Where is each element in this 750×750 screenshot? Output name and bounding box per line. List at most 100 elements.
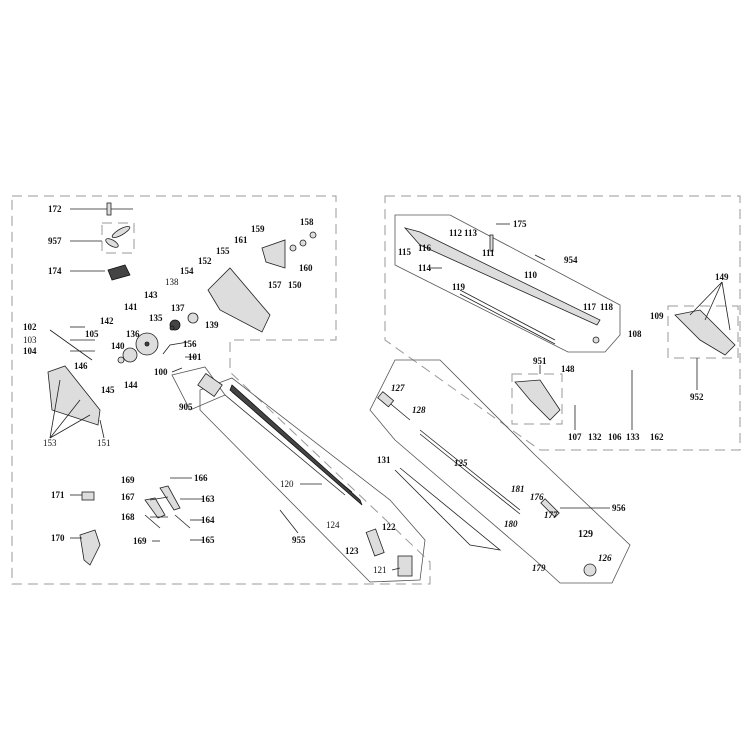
label-121: 121 xyxy=(373,565,387,575)
label-123: 123 xyxy=(345,546,359,556)
label-146: 146 xyxy=(74,361,88,371)
right-assembly-boundary xyxy=(384,195,741,451)
label-174: 174 xyxy=(48,266,62,276)
group-952-boundary xyxy=(667,305,739,359)
label-154: 154 xyxy=(180,266,194,276)
label-152: 152 xyxy=(198,256,212,266)
group-955-boundary xyxy=(199,377,426,583)
label-165: 165 xyxy=(201,535,215,545)
label-151: 151 xyxy=(97,438,111,448)
cover-157 xyxy=(261,239,286,269)
label-171: 171 xyxy=(51,490,65,500)
label-127: 127 xyxy=(391,383,405,393)
label-141: 141 xyxy=(124,302,138,312)
label-110: 110 xyxy=(524,270,538,280)
label-167: 167 xyxy=(121,492,135,502)
label-156: 156 xyxy=(183,339,197,349)
label-164: 164 xyxy=(201,515,215,525)
label-109: 109 xyxy=(650,311,664,321)
label-142: 142 xyxy=(100,316,114,326)
label-160: 160 xyxy=(299,263,313,273)
label-100: 100 xyxy=(154,367,168,377)
label-155: 155 xyxy=(216,246,230,256)
label-117: 117 xyxy=(583,302,597,312)
label-124: 124 xyxy=(326,520,340,530)
label-168: 168 xyxy=(121,512,135,522)
group-957-boundary xyxy=(101,222,135,254)
label-107: 107 xyxy=(568,432,582,442)
label-128: 128 xyxy=(412,405,426,415)
label-132: 132 xyxy=(588,432,602,442)
group-951-boundary xyxy=(511,373,563,425)
guard-housing-153 xyxy=(47,365,101,426)
leader-lines xyxy=(49,208,731,571)
label-957: 957 xyxy=(48,236,62,246)
label-140: 140 xyxy=(111,341,125,351)
label-148: 148 xyxy=(561,364,575,374)
label-106: 106 xyxy=(608,432,622,442)
label-116: 116 xyxy=(418,243,432,253)
left-assembly-boundary xyxy=(11,195,431,585)
label-905: 905 xyxy=(179,402,193,412)
label-955: 955 xyxy=(292,535,306,545)
label-166: 166 xyxy=(194,473,208,483)
label-153: 153 xyxy=(43,438,57,448)
label-169-bottom: 169 xyxy=(133,536,147,546)
group-956-boundary xyxy=(369,359,631,584)
label-157: 157 xyxy=(268,280,282,290)
label-176: 176 xyxy=(530,492,544,502)
label-114: 114 xyxy=(418,263,432,273)
label-172: 172 xyxy=(48,204,62,214)
label-113: 113 xyxy=(464,228,478,238)
label-954: 954 xyxy=(564,255,578,265)
label-139: 139 xyxy=(205,320,219,330)
label-175: 175 xyxy=(513,219,527,229)
label-129: 129 xyxy=(578,529,593,540)
label-952: 952 xyxy=(690,392,704,402)
label-159: 159 xyxy=(251,224,265,234)
label-169-top: 169 xyxy=(121,475,135,485)
group-954-boundary xyxy=(394,214,621,353)
label-145: 145 xyxy=(101,385,115,395)
label-144: 144 xyxy=(124,380,138,390)
label-133: 133 xyxy=(626,432,640,442)
label-102: 102 xyxy=(23,322,37,332)
label-118: 118 xyxy=(600,302,614,312)
label-180: 180 xyxy=(504,519,518,529)
label-112: 112 xyxy=(449,228,463,238)
label-158: 158 xyxy=(300,217,314,227)
label-111: 111 xyxy=(482,248,495,258)
label-103: 103 xyxy=(23,335,37,345)
label-149: 149 xyxy=(715,272,729,282)
label-122: 122 xyxy=(382,522,396,532)
label-104: 104 xyxy=(23,346,37,356)
label-179: 179 xyxy=(532,563,546,573)
label-150: 150 xyxy=(288,280,302,290)
label-951: 951 xyxy=(533,356,547,366)
label-125: 125 xyxy=(454,458,468,468)
label-108: 108 xyxy=(628,329,642,339)
label-119: 119 xyxy=(452,282,466,292)
label-170: 170 xyxy=(51,533,65,543)
label-120: 120 xyxy=(280,479,294,489)
label-101: 101 xyxy=(188,352,202,362)
label-135: 135 xyxy=(149,313,163,323)
label-177: 177 xyxy=(544,510,558,520)
gear-housing-152 xyxy=(207,267,271,333)
label-105: 105 xyxy=(85,329,99,339)
label-181: 181 xyxy=(511,484,525,494)
label-956: 956 xyxy=(612,503,626,513)
label-161: 161 xyxy=(234,235,248,245)
label-137: 137 xyxy=(171,303,185,313)
label-136: 136 xyxy=(126,329,140,339)
part-labels: 172 957 174 158 159 161 155 152 160 157 … xyxy=(23,204,729,575)
label-162: 162 xyxy=(650,432,664,442)
label-115: 115 xyxy=(398,247,412,257)
label-138: 138 xyxy=(165,277,179,287)
label-163: 163 xyxy=(201,494,215,504)
label-143: 143 xyxy=(144,290,158,300)
label-131: 131 xyxy=(377,455,391,465)
parts xyxy=(47,202,736,577)
